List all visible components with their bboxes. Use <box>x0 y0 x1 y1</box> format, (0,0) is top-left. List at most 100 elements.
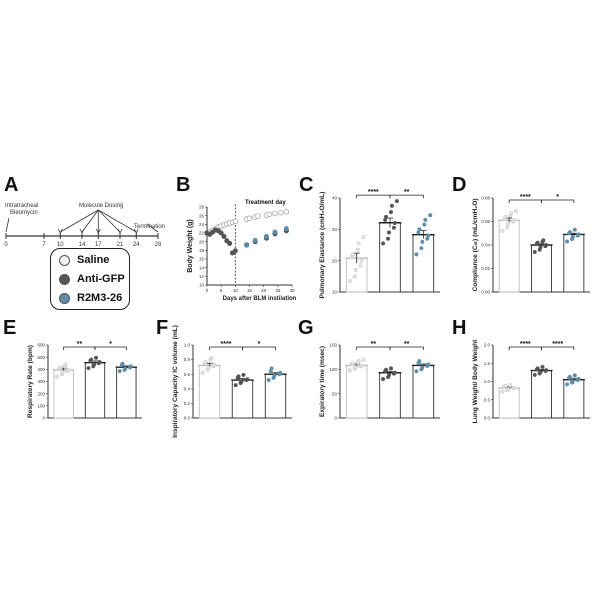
panel-h-sig-bracket <box>541 346 575 350</box>
panel-b-x-tick-label: 10 <box>233 288 239 293</box>
panel-g-point <box>414 369 419 374</box>
panel-c-point <box>361 235 366 240</box>
panel-h-y-tick-label: 1.0 <box>484 379 491 384</box>
legend-label-r2m3-26: R2M3-26 <box>77 292 123 304</box>
dosing-arrowhead <box>95 228 101 234</box>
panel-f-point <box>206 365 211 370</box>
panel-c-bar <box>345 257 368 293</box>
panel-e-point <box>91 362 97 367</box>
panel-g-y-label: Expiratory time (msec) <box>319 346 326 417</box>
panel-c-point <box>355 247 360 252</box>
panel-e-bar <box>84 362 106 419</box>
panel-label-d: D <box>452 174 466 196</box>
panel-b-point-r2m3 <box>244 242 250 248</box>
panel-h-point <box>503 383 508 388</box>
panel-g-point <box>388 366 394 371</box>
legend: Saline Anti-GFP R2M3-26 <box>50 248 130 310</box>
panel-d-point <box>535 240 540 245</box>
panel-d-point <box>570 234 575 239</box>
panel-c-y-tick-label: 30 <box>332 227 338 232</box>
panel-g-y-tick-label: 100 <box>329 367 337 372</box>
panel-h-point <box>500 389 505 394</box>
panel-c-point <box>359 258 364 263</box>
panel-b-y-label: Body Weight (g) <box>187 219 194 273</box>
panel-d-point <box>508 211 514 216</box>
panel-g-sig-label: ** <box>371 341 377 348</box>
panel-c-y-tick-label: 40 <box>332 196 338 201</box>
timeline-tick-label: 14 <box>79 242 86 248</box>
panel-h-sig-label: **** <box>552 341 563 348</box>
panel-d-point <box>506 221 511 226</box>
panel-c-point <box>391 225 397 230</box>
panel-f-point <box>233 383 238 388</box>
panel-f-point <box>245 377 250 382</box>
panel-d-point <box>572 227 577 232</box>
legend-item-saline: Saline <box>59 252 109 268</box>
panel-e-point <box>97 359 102 365</box>
panel-c-point <box>422 222 427 227</box>
panel-c-sig-label: ** <box>404 189 410 196</box>
panel-b-y-tick-label: 18 <box>199 248 205 253</box>
panel-b-point-r2m3 <box>283 226 289 232</box>
panel-e-point <box>57 365 62 370</box>
panel-b-point-saline <box>232 218 239 225</box>
panel-f-point <box>236 374 241 379</box>
panel-c-point <box>428 213 433 218</box>
panel-b-point-anti-gfp <box>221 233 227 240</box>
panel-h-point <box>570 379 575 384</box>
timeline-tick-label: 21 <box>117 242 124 248</box>
panel-h-point <box>532 372 537 377</box>
panel-h-point <box>576 376 581 381</box>
panel-c-point <box>426 233 431 238</box>
panel-b-point-saline <box>255 213 261 219</box>
panel-b-x-tick-label: 30 <box>289 288 295 293</box>
timeline-tick-label: 28 <box>155 242 162 248</box>
panel-b-point-saline <box>283 209 290 215</box>
panel-d-sig-bracket <box>541 199 575 203</box>
panel-label-h: H <box>452 317 466 339</box>
panel-label-g: G <box>298 317 314 339</box>
panel-g-point <box>359 363 364 368</box>
panel-e-point <box>117 369 122 374</box>
panel-g-point <box>356 359 361 364</box>
panel-c-point <box>414 252 419 257</box>
timeline-tick-label: 0 <box>4 242 8 248</box>
panel-g-bar <box>345 364 368 419</box>
timeline-tick-label: 24 <box>133 242 140 248</box>
panel-f-y-tick-label: 0.6 <box>184 372 191 377</box>
panel-f-point <box>266 377 271 383</box>
legend-label-saline: Saline <box>77 254 110 266</box>
panel-g-point <box>383 367 389 372</box>
panel-e-point <box>123 366 128 371</box>
panel-e-y-tick-label: 200 <box>37 391 45 396</box>
panel-c-y-label: Pulmonary Elastance (cmH₂O/mL) <box>319 192 326 299</box>
panel-b-point-saline <box>277 209 284 216</box>
panel-c-point <box>350 252 355 257</box>
panel-f-point <box>272 373 277 378</box>
panel-h-y-tick-label: 0.5 <box>484 397 491 402</box>
panel-h-y-label: Lung Weight/ Body Weight <box>472 339 479 423</box>
panel-f-point <box>209 356 214 361</box>
panel-g-point <box>426 362 431 367</box>
panel-h-point <box>511 385 516 390</box>
panel-b-point-anti-gfp <box>218 230 224 236</box>
panel-c-point <box>423 217 428 222</box>
legend-label-anti-gfp: Anti-GFP <box>77 273 125 285</box>
panel-b-point-saline <box>246 215 253 222</box>
panel-g-point <box>350 361 355 366</box>
panel-e-y-tick-label: 600 <box>37 343 45 348</box>
panel-g-point <box>392 370 397 375</box>
panel-d-point <box>541 238 546 243</box>
legend-swatch-r2m3-26 <box>59 292 70 304</box>
panel-b-point-anti-gfp <box>227 240 233 246</box>
panel-b-x-tick-label: 15 <box>247 288 253 293</box>
panel-c-point <box>383 214 389 219</box>
panel-b-x-tick-label: 20 <box>261 288 267 293</box>
panel-d-point <box>544 242 549 248</box>
panel-e-y-tick-label: 300 <box>37 379 45 384</box>
panel-f-point <box>203 359 208 364</box>
